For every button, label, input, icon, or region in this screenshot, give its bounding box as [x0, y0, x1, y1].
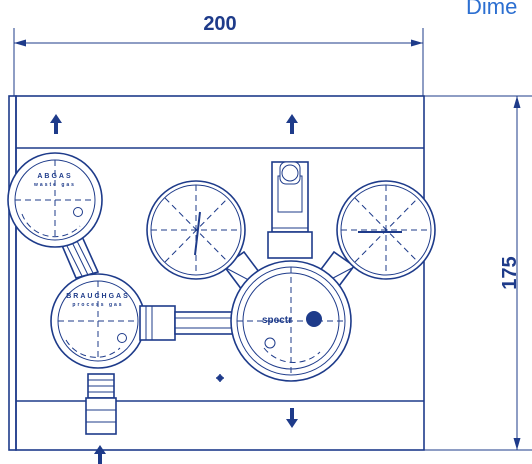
height-dimension: 175 — [424, 95, 532, 451]
waste-gas-gauge-sublabel: waste gas — [33, 182, 76, 188]
inlet-pipe — [139, 305, 236, 341]
waste-gas-gauge-label: ABGAS — [37, 173, 72, 180]
up-arrow-icon — [50, 114, 62, 134]
top-valve — [267, 161, 313, 259]
down-arrow-icon — [286, 408, 298, 428]
page-title: Dime — [466, 0, 517, 19]
up-arrow-icon — [286, 114, 298, 134]
center-marker-icon — [216, 374, 224, 382]
width-dimension: 200 — [13, 13, 424, 96]
left-pressure-gauge — [146, 180, 246, 280]
regulator-body: spectr — [230, 260, 352, 382]
process-gas-gauge-sublabel: process gas — [72, 302, 123, 308]
up-arrow-icon — [94, 445, 106, 464]
waste-gas-gauge: ABGAS waste gas — [7, 152, 103, 248]
brand-logo: spectr — [262, 315, 292, 326]
height-label: 175 — [499, 256, 521, 289]
housing — [8, 95, 425, 451]
process-gas-gauge: BRAUCHGAS process gas — [50, 273, 146, 369]
right-pressure-gauge — [336, 180, 436, 280]
process-gas-gauge-label: BRAUCHGAS — [66, 293, 130, 300]
bottom-outlet-fitting — [85, 373, 117, 435]
width-label: 200 — [203, 13, 236, 35]
